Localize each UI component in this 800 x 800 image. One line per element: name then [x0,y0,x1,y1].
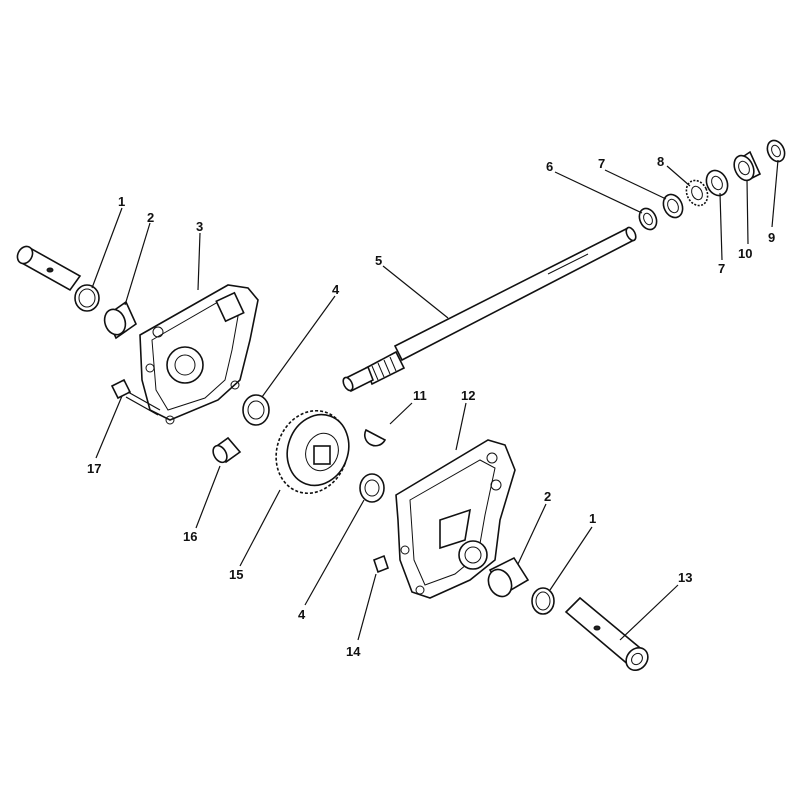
part-12-gear-housing-right [395,439,516,599]
part-17-screw [110,378,161,416]
part-1-ring-right [531,587,555,615]
part-4-washer-upper [242,394,270,426]
part-4-washer-lower [359,473,385,503]
part-6-washer [638,207,658,231]
part-5-shaft [342,226,637,393]
callout-14: 14 [346,644,361,659]
leader-lines [91,159,779,641]
part-11-key [363,428,387,447]
callout-11: 11 [413,388,427,403]
callout-12: 12 [461,388,475,403]
part-16-bushing [212,436,242,464]
callout-13: 13 [678,570,692,585]
callout-15: 15 [229,567,243,582]
part-15-gear [275,409,350,495]
part-7-washer-a [662,193,684,219]
callout-9: 9 [768,230,775,245]
callout-8: 8 [657,154,664,169]
part-2-bushing-right [487,556,530,598]
callout-4-upper: 4 [332,282,340,297]
callout-3: 3 [196,219,203,234]
part-8-thrust-bearing [685,179,709,207]
callout-2-right: 2 [544,489,551,504]
part-3-gear-housing-left [139,284,259,425]
callout-6: 6 [546,159,553,174]
part-7-washer-b [705,169,729,197]
callout-17: 17 [87,461,101,476]
callout-7-upper: 7 [598,156,605,171]
part-13-pin-right [564,596,649,672]
part-pin-left [16,245,82,292]
part-2-bushing-left [103,300,138,340]
part-9-washer [766,139,786,163]
part-10-bushing [733,150,762,182]
callout-1-left: 1 [118,194,125,209]
callout-10: 10 [738,246,752,261]
callout-2-left: 2 [147,210,154,225]
callout-16: 16 [183,529,197,544]
callout-5: 5 [375,253,382,268]
callout-7-lower: 7 [718,261,725,276]
callout-1-right: 1 [589,511,596,526]
callout-labels: 1 2 3 4 5 6 7 8 7 10 9 11 12 2 1 13 17 1… [87,154,775,659]
part-14-screw [373,554,389,574]
callout-4-lower: 4 [298,607,306,622]
part-1-ring-left [74,284,100,312]
